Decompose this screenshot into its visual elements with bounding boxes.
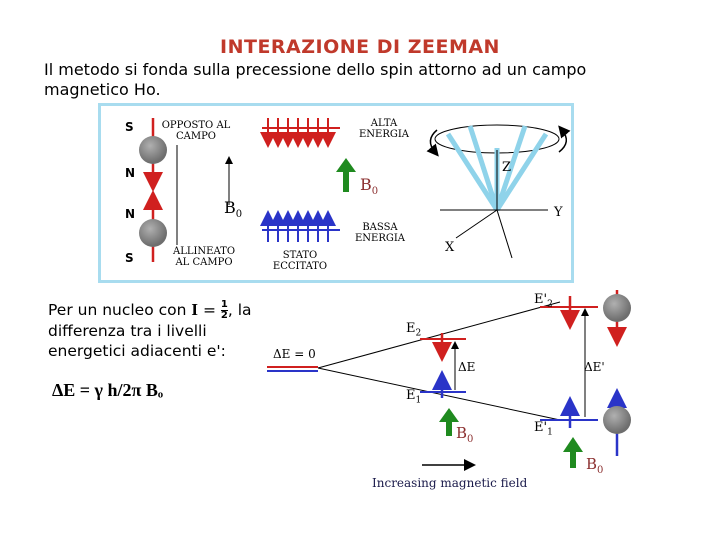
high-energy-line1: ALTA [352,118,416,129]
b0-mid-sub: 0 [467,434,473,445]
excited-state-label: STATO ECCITATO [268,250,332,272]
energy-level-lines [267,302,598,420]
spin-paragraph: Per un nucleo con I = 1 2 , la differenz… [48,300,280,361]
low-energy-line1: BASSA [348,222,412,233]
e2-label: E2 [406,321,421,339]
excited-line1: STATO [268,250,332,261]
opposed-label-line1: OPPOSTO AL [160,120,232,131]
e1-prime-sub: 1 [547,428,553,438]
pole-n-top: N [125,166,135,180]
spin-symbol: I [191,300,198,319]
b0-right-label: B0 [586,455,603,476]
high-energy-line2: ENERGIA [352,129,416,140]
low-energy-arrows [262,218,340,242]
low-energy-line2: ENERGIA [348,233,412,244]
field-label-mid-sub: 0 [372,186,378,197]
opposed-label: OPPOSTO AL CAMPO [160,120,232,142]
e2-prime-sub: 2 [547,300,553,310]
e1-letter: E [406,388,416,403]
b0-right-letter: B [586,455,597,473]
aligned-label-line1: ALLINEATO [166,246,242,257]
e1-prime-label: E'1 [534,420,553,438]
delta-e-prime-label: ΔE' [584,360,605,374]
paragraph-equals: = [203,301,216,319]
opposed-label-line2: CAMPO [160,131,232,142]
b0-right-sub: 0 [597,465,603,476]
spin-fraction: 1 2 [221,300,228,321]
aligned-nucleus [139,200,167,262]
b0-mid-letter: B [456,424,467,442]
b0-mid-label: B0 [456,424,473,445]
delta-zero-label: ΔE = 0 [273,347,316,361]
aligned-label: ALLINEATO AL CAMPO [166,246,242,268]
field-label-mid: B0 [360,175,378,197]
aligned-label-line2: AL CAMPO [166,257,242,268]
e1-label: E1 [406,388,421,406]
e2-sub: 2 [416,329,422,339]
field-label-left: B0 [224,198,242,220]
pole-n-bottom: N [125,207,135,221]
e2-letter: E [406,321,416,336]
fraction-denominator: 2 [221,311,228,321]
paragraph-text-before: Per un nucleo con [48,301,186,319]
excited-line2: ECCITATO [268,261,332,272]
right-nucleus-bottom [603,398,631,456]
axis-z-label: Z [502,160,511,175]
energy-formula: ΔE = γ h/2π Bₒ [52,380,163,401]
precession-cone [430,125,566,258]
high-energy-label: ALTA ENERGIA [352,118,416,140]
delta-e-label: ΔE [458,360,475,374]
green-field-arrow-mid [336,158,356,192]
field-label-mid-b: B [360,175,372,194]
low-energy-label: BASSA ENERGIA [348,222,412,244]
axis-y-label: Y [554,205,563,220]
green-field-arrow-lower-right [563,437,583,468]
xaxis-caption: Increasing magnetic field [372,476,527,490]
pole-s-bottom: S [125,251,134,265]
e1-sub: 1 [416,396,422,406]
axis-x-label: X [445,240,454,255]
e2-prime-letter: E' [534,292,547,307]
high-energy-arrows [262,118,340,140]
e1-prime-letter: E' [534,420,547,435]
field-label-left-sub: 0 [236,209,242,220]
e2-prime-label: E'2 [534,292,553,310]
pole-s-top: S [125,120,134,134]
field-label-left-b: B [224,198,236,217]
right-nucleus-top [603,290,631,337]
